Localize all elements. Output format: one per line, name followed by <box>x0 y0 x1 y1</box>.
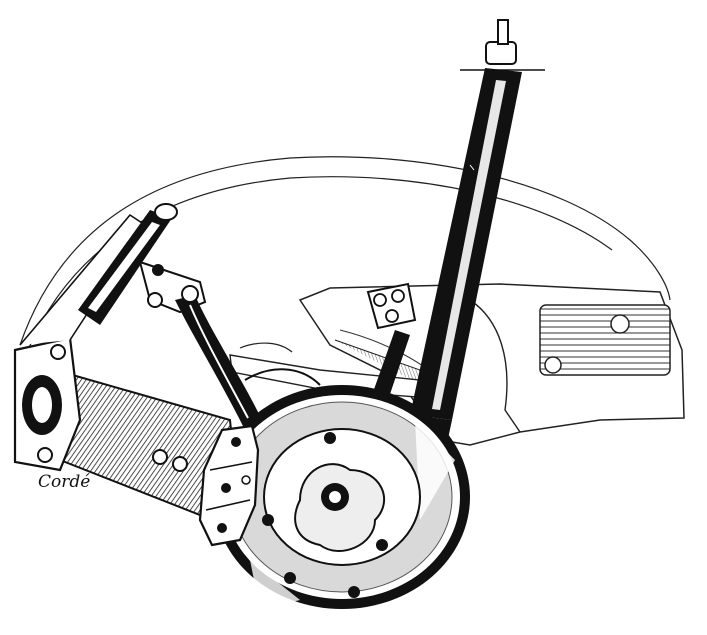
frame-bracket <box>13 213 147 472</box>
artist-signature: Cordé <box>38 472 90 492</box>
pivot-bolt-icon <box>181 285 199 303</box>
finned-cover <box>539 304 671 376</box>
wheel-stud-icon <box>284 572 296 584</box>
brake-line <box>244 368 321 386</box>
top-mount-stud-icon <box>497 19 509 45</box>
top-mount-nut-icon <box>485 41 517 65</box>
drain-plug-icon <box>544 356 562 374</box>
bracket-bolt-icon <box>50 344 66 360</box>
wheel-stud-icon <box>324 432 336 444</box>
pivot-nut-icon <box>152 264 164 276</box>
wishbone-arm <box>138 260 262 430</box>
filler-plug-icon <box>610 314 630 334</box>
bracket-bolt-icon <box>37 447 53 463</box>
arm-bolt-icon <box>172 456 188 472</box>
wheel-arch-outline <box>19 156 671 351</box>
pivot-bolt-icon <box>147 292 163 308</box>
upper-link <box>78 203 178 325</box>
wheel-stud-icon <box>262 514 274 526</box>
brake-disc-assembly <box>214 385 470 610</box>
wheel-stud-icon <box>348 586 360 598</box>
inner-link <box>366 282 417 400</box>
brake-caliper <box>198 424 260 547</box>
arm-bolt-icon <box>152 449 168 465</box>
wheel-stud-icon <box>376 539 388 551</box>
